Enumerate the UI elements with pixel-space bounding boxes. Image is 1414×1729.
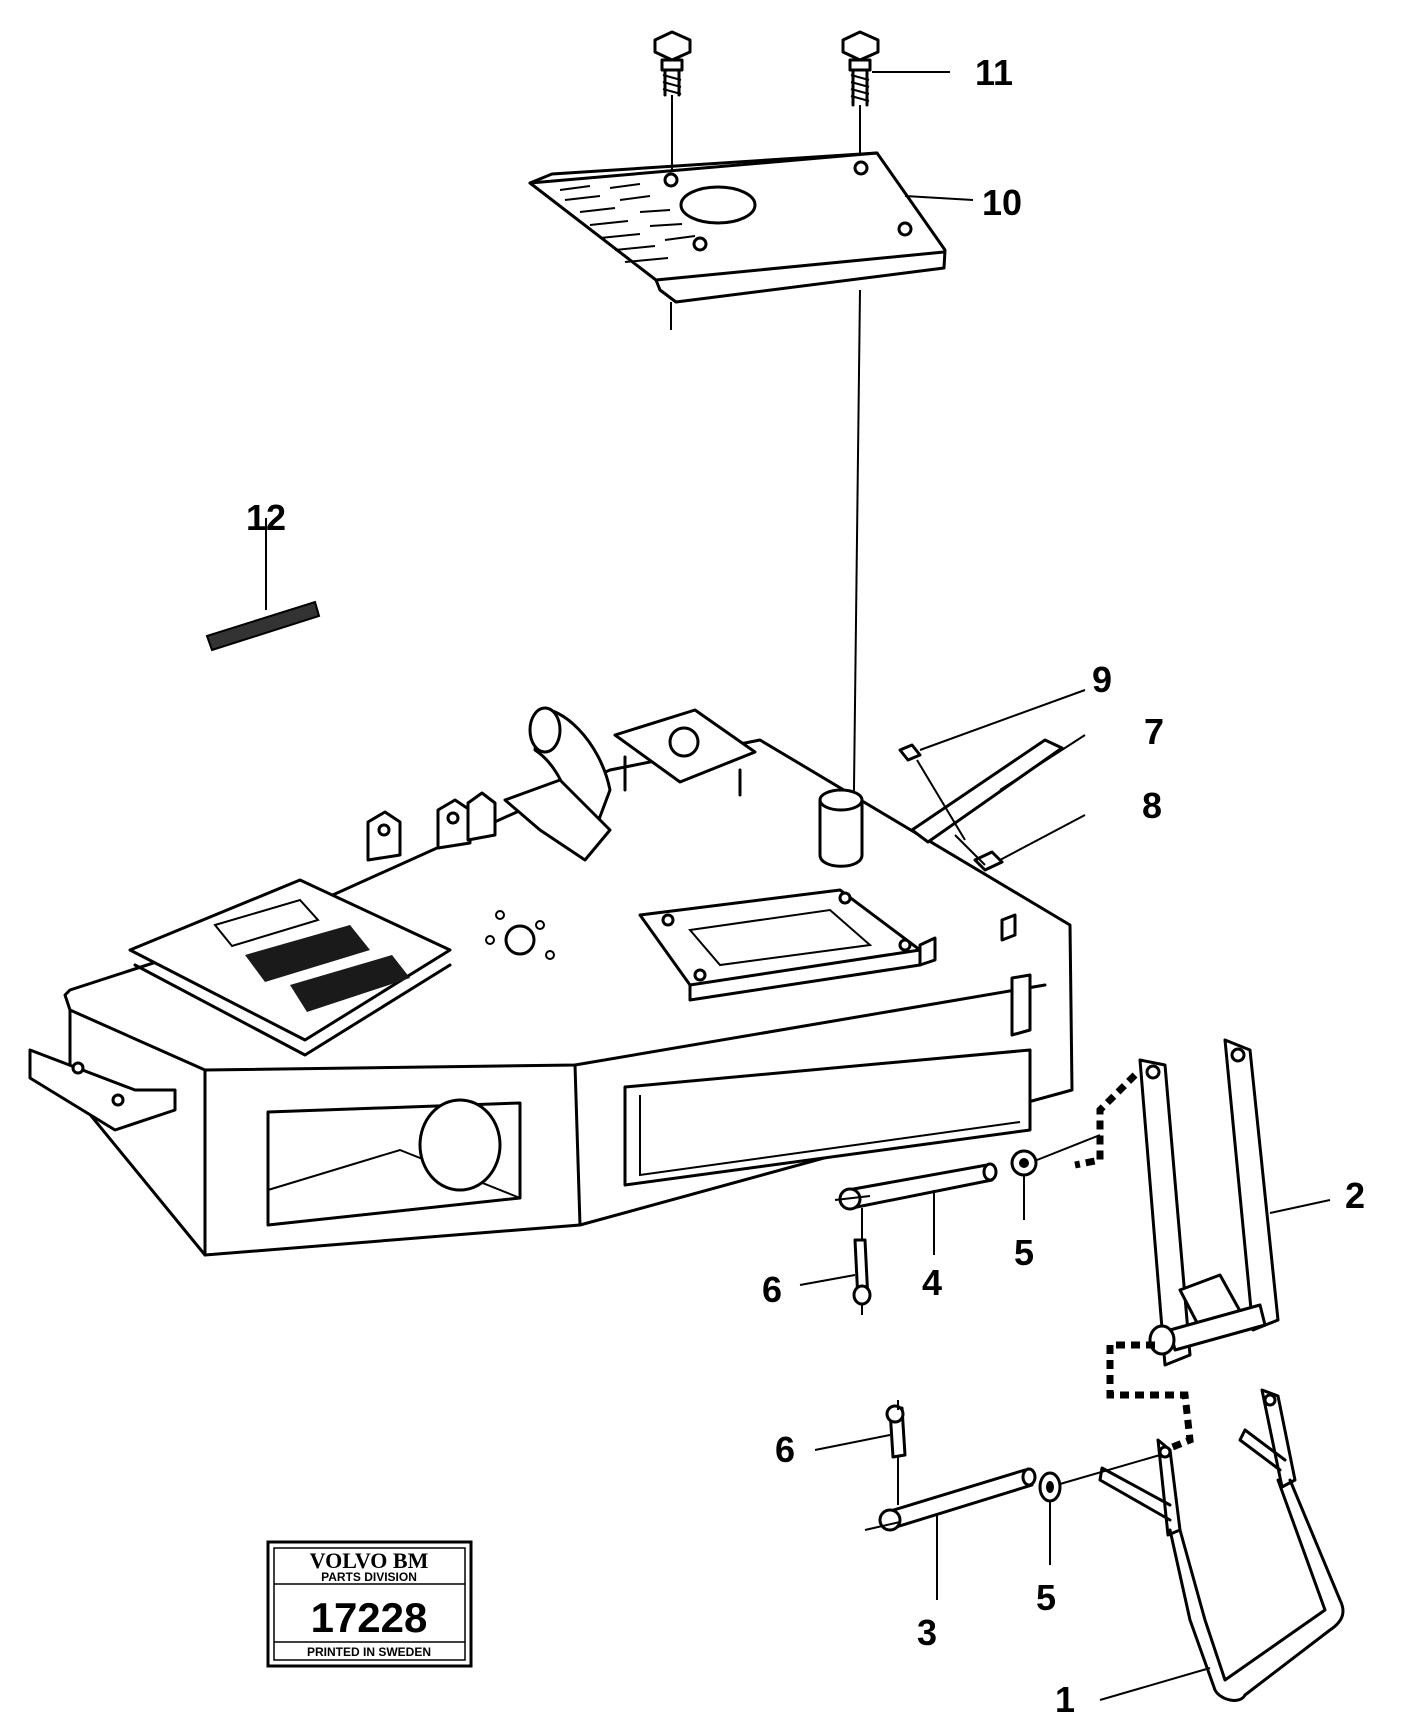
callout-5-lower: 5 — [1036, 1577, 1056, 1618]
bolt-left — [653, 30, 692, 172]
decal — [205, 518, 321, 652]
lever-frame — [1074, 1038, 1331, 1454]
callout-1: 1 — [1055, 1679, 1075, 1720]
callout-5-upper: 5 — [1014, 1232, 1034, 1273]
screw-8 — [954, 814, 1086, 872]
bolt-right — [841, 30, 950, 160]
pin-4 — [834, 1162, 998, 1255]
callout-11: 11 — [975, 52, 1013, 93]
stamp-number: 17228 — [311, 1594, 428, 1641]
callout-6-lower: 6 — [775, 1429, 795, 1470]
washer-5-upper — [1010, 1134, 1101, 1220]
stamp-footer: PRINTED IN SWEDEN — [307, 1645, 431, 1659]
pin-3 — [864, 1467, 1037, 1600]
callout-3: 3 — [917, 1612, 937, 1653]
washer-5-lower — [1038, 1454, 1161, 1565]
callout-2: 2 — [1345, 1175, 1365, 1216]
stamp-division: PARTS DIVISION — [321, 1570, 417, 1584]
pedal-stirrup — [1098, 1388, 1345, 1702]
callout-12: 12 — [246, 497, 286, 538]
callout-4: 4 — [922, 1262, 942, 1303]
stamp-brand: VOLVO BM — [310, 1548, 429, 1573]
cover-plate — [528, 151, 974, 330]
callout-6-upper: 6 — [762, 1269, 782, 1310]
callout-10: 10 — [982, 182, 1022, 223]
tank-body — [28, 706, 1074, 1257]
callout-9: 9 — [1092, 659, 1112, 700]
callout-8: 8 — [1142, 785, 1162, 826]
volvo-bm-stamp: VOLVO BM PARTS DIVISION 17228 PRINTED IN… — [266, 1540, 473, 1668]
callout-7: 7 — [1144, 711, 1164, 752]
clamp-plate — [898, 689, 1086, 844]
cotter-pin-6-upper — [799, 1208, 872, 1315]
cotter-pin-6-lower — [814, 1400, 907, 1505]
